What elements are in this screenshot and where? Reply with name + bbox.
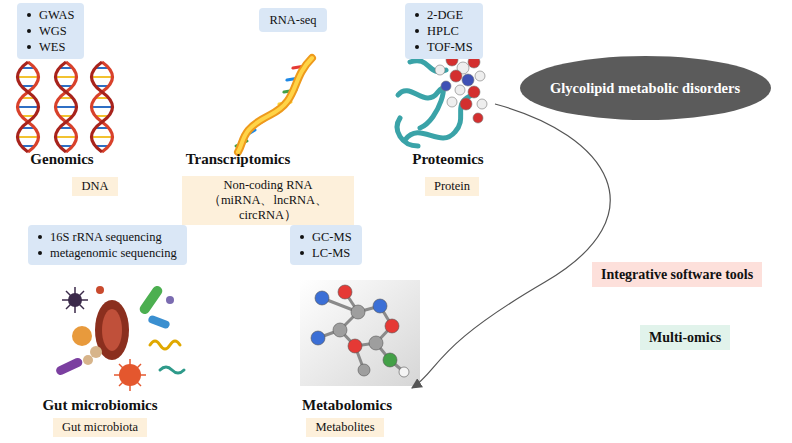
bullet-row: LC-MS	[300, 245, 352, 261]
box-text: HPLC	[427, 23, 459, 39]
method-box: RNA-seq	[259, 8, 326, 32]
box-text: 2-DGE	[427, 7, 463, 23]
box-text: DNA	[81, 179, 108, 193]
text-line: Glycolipid metabolic disorders	[550, 79, 740, 97]
bullet-dot	[38, 251, 42, 255]
bullet-row: TOF-MS	[415, 39, 473, 55]
molecule-box: Gut microbiota	[53, 418, 147, 437]
tool-box: Integrative software tools	[592, 262, 762, 287]
box-text: Protein	[434, 179, 470, 193]
method-box: GWASWGSWES	[17, 3, 84, 59]
microbe-illustration	[55, 284, 184, 391]
text-line: Protein	[434, 179, 470, 194]
multi-omics-box: Multi-omics	[640, 325, 730, 350]
text-line: Non-coding RNA （miRNA、lncRNA、circRNA）	[191, 178, 345, 223]
box-text: Multi-omics	[649, 330, 721, 345]
section-label: Proteomics	[412, 150, 483, 168]
bullet-row: GC-MS	[300, 229, 352, 245]
dna-illustration	[18, 62, 113, 152]
bullet-dot	[27, 13, 31, 17]
box-text: metagenomic sequencing	[50, 245, 177, 261]
bullet-dot	[300, 251, 304, 255]
molecule-box: DNA	[72, 177, 117, 196]
bullet-row: WES	[27, 39, 74, 55]
bullet-row: 16S rRNA sequencing	[38, 229, 177, 245]
section-label: Gut microbiomics	[42, 396, 157, 414]
ellipse-text: Glycolipid metabolic disorders	[550, 80, 740, 96]
box-text: Integrative software tools	[601, 267, 753, 282]
box-text: LC-MS	[312, 245, 350, 261]
box-text: GC-MS	[312, 229, 352, 245]
box-text: RNA-seq	[269, 13, 316, 27]
bullet-dot	[38, 235, 42, 239]
molecule-box: Metabolites	[306, 418, 383, 437]
box-text: WGS	[39, 23, 67, 39]
ellipse-shape	[520, 56, 771, 120]
box-text: GWAS	[39, 7, 74, 23]
bullet-dot	[300, 235, 304, 239]
text-line: DNA	[81, 179, 108, 194]
bullet-row: GWAS	[27, 7, 74, 23]
box-text: Metabolites	[315, 420, 374, 434]
flow-curve	[412, 104, 610, 388]
text-line: Gut microbiota	[62, 420, 138, 435]
box-text: Non-coding RNA （miRNA、lncRNA、circRNA）	[208, 178, 328, 222]
bullet-dot	[415, 45, 419, 49]
bullet-dot	[27, 45, 31, 49]
box-text: TOF-MS	[427, 39, 473, 55]
method-box: 16S rRNA sequencingmetagenomic sequencin…	[28, 225, 187, 265]
section-label: Genomics	[30, 150, 93, 168]
rna-illustration	[236, 58, 312, 152]
bullet-row: HPLC	[415, 23, 473, 39]
bullet-row: 2-DGE	[415, 7, 473, 23]
protein-illustration	[397, 54, 487, 146]
molecule-illustration	[300, 280, 420, 386]
bullet-dot	[415, 13, 419, 17]
method-box: 2-DGEHPLCTOF-MS	[405, 3, 483, 59]
box-text: 16S rRNA sequencing	[50, 229, 162, 245]
text-line: Integrative software tools	[601, 266, 753, 283]
method-box: GC-MSLC-MS	[290, 225, 362, 265]
section-label: Metabolomics	[302, 396, 392, 414]
text-line: Metabolites	[315, 420, 374, 435]
section-label: Transcriptomics	[186, 150, 291, 168]
molecule-box: Protein	[425, 177, 479, 196]
text-line: Multi-omics	[649, 329, 721, 346]
bullet-dot	[415, 29, 419, 33]
text-line: RNA-seq	[269, 12, 316, 28]
box-text: Gut microbiota	[62, 420, 138, 434]
bullet-dot	[27, 29, 31, 33]
molecule-box: Non-coding RNA （miRNA、lncRNA、circRNA）	[182, 176, 354, 225]
bullet-row: WGS	[27, 23, 74, 39]
box-text: WES	[39, 39, 65, 55]
disease-ellipse: Glycolipid metabolic disorders	[519, 55, 772, 121]
bullet-row: metagenomic sequencing	[38, 245, 177, 261]
